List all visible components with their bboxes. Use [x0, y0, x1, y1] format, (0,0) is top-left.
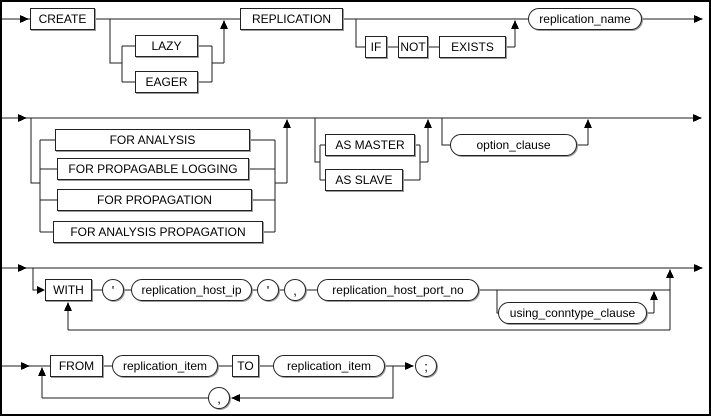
nonterminal-replication-name: replication_name [528, 8, 642, 30]
terminal-comma-loop: , [208, 387, 230, 409]
terminal-quote-close: ' [257, 279, 279, 301]
keyword-lazy: LAZY [135, 35, 198, 57]
keyword-to: TO [232, 355, 259, 377]
keyword-replication: REPLICATION [240, 8, 343, 30]
keyword-exists: EXISTS [439, 36, 506, 58]
nonterminal-replication-host-port-no: replication_host_port_no [317, 279, 479, 301]
keyword-for-analysis: FOR ANALYSIS [55, 129, 250, 151]
keyword-as-master: AS MASTER [325, 134, 415, 156]
nonterminal-replication-host-ip: replication_host_ip [131, 279, 252, 301]
nonterminal-replication-item-source: replication_item [112, 355, 218, 377]
terminal-quote-open: ' [102, 279, 124, 301]
keyword-not: NOT [398, 36, 428, 58]
keyword-if: IF [365, 36, 387, 58]
terminal-semicolon: ; [415, 355, 437, 377]
keyword-create: CREATE [30, 8, 95, 30]
terminal-comma: , [284, 279, 306, 301]
keyword-for-propagation: FOR PROPAGATION [57, 189, 252, 211]
nonterminal-replication-item-target: replication_item [273, 355, 385, 377]
nonterminal-option-clause: option_clause [450, 134, 577, 156]
keyword-from: FROM [50, 355, 103, 377]
nonterminal-using-conntype-clause: using_conntype_clause [498, 302, 647, 324]
keyword-with: WITH [45, 279, 92, 301]
keyword-eager: EAGER [135, 71, 198, 93]
keyword-for-propagable-logging: FOR PROPAGABLE LOGGING [57, 158, 249, 180]
keyword-as-slave: AS SLAVE [325, 169, 403, 191]
keyword-for-analysis-propagation: FOR ANALYSIS PROPAGATION [53, 221, 263, 243]
